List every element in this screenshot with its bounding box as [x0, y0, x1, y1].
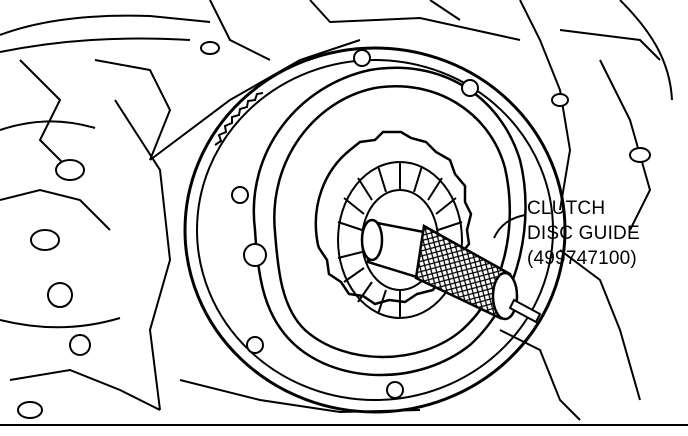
flywheel	[183, 46, 567, 414]
callout-leader-line	[493, 214, 526, 239]
callout-part-number: (499747100)	[527, 248, 637, 269]
cover-bolts	[231, 49, 479, 399]
ring-gear-teeth	[214, 92, 264, 146]
callout-line-2: DISC GUIDE	[527, 223, 640, 244]
clutch-disc-guide-tool	[360, 218, 542, 324]
clutch-disc-guide-callout: CLUTCH DISC GUIDE (499747100)	[527, 196, 685, 271]
callout-line-1: CLUTCH	[527, 198, 606, 219]
engine-bosses	[17, 41, 651, 419]
engine-block-outline	[0, 0, 673, 421]
pressure-plate-cover	[252, 66, 527, 377]
